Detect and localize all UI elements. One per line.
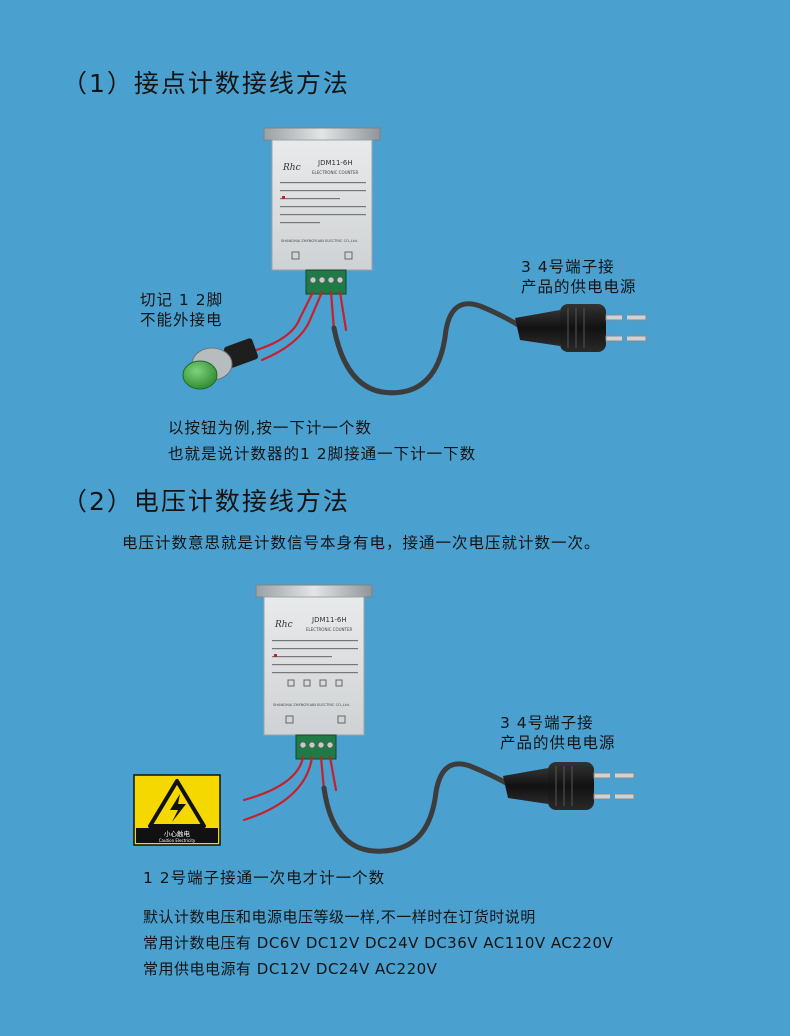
wires-2 — [242, 755, 511, 854]
note-left-line2: 不能外接电 — [140, 311, 223, 329]
power-plug-1 — [515, 304, 647, 352]
lightning-icon — [170, 794, 186, 822]
caption-line2: 也就是说计数器的1 2脚接通一下计一下数 — [168, 445, 477, 463]
power-plug-2 — [503, 762, 635, 810]
section2-title: （2）电压计数接线方法 — [62, 487, 350, 516]
device-maker-label: SHANGHAI ZHENGYUAN ELECTRIC CO.,Ltd. — [281, 239, 358, 243]
section2-caption: 1 2号端子接通一次电才计一个数 — [143, 869, 386, 887]
note2-right-line2: 产品的供电电源 — [500, 734, 616, 752]
note-left-line1: 切记 1 2脚 — [140, 291, 224, 309]
device2-model-label: JDM11-6H — [311, 616, 347, 624]
spec-line3: 常用供电电源有 DC12V DC24V AC220V — [143, 960, 438, 978]
spec-line2: 常用计数电压有 DC6V DC12V DC24V DC36V AC110V AC… — [143, 934, 614, 952]
note-right-line1: 3 4号端子接 — [521, 258, 615, 276]
wires-1 — [248, 290, 523, 396]
spec-line1: 默认计数电压和电源电压等级一样,不一样时在订货时说明 — [143, 908, 536, 926]
section2-intro: 电压计数意思就是计数信号本身有电，接通一次电压就计数一次。 — [122, 534, 601, 552]
caution-electricity-sign: 小心触电 Caution Electricity — [133, 774, 221, 846]
device2-subtitle-label: ELECTRONIC COUNTER — [306, 627, 353, 632]
counter-device-2: Rhc JDM11-6H ELECTRONIC COUNTER SHANGHAI… — [255, 584, 373, 760]
note2-right-line1: 3 4号端子接 — [500, 714, 594, 732]
device2-maker-label: SHANGHAI ZHENGYUAN ELECTRIC CO.,Ltd. — [273, 703, 350, 707]
svg-text:Rhc: Rhc — [282, 163, 301, 173]
device-subtitle-label: ELECTRONIC COUNTER — [312, 170, 359, 175]
svg-text:Rhc: Rhc — [274, 620, 293, 630]
warning-label-cn: 小心触电 — [164, 829, 191, 838]
push-button-illustration — [182, 338, 259, 390]
note-right-line2: 产品的供电电源 — [521, 278, 637, 296]
warning-label-en: Caution Electricity — [159, 838, 196, 843]
section1-title: （1）接点计数接线方法 — [62, 69, 350, 98]
device-model-label: JDM11-6H — [317, 159, 353, 167]
caption-line1: 以按钮为例,按一下计一个数 — [168, 419, 372, 437]
counter-device-1: Rhc JDM11-6H ELECTRONIC COUNTER SHANGHAI… — [263, 127, 381, 295]
